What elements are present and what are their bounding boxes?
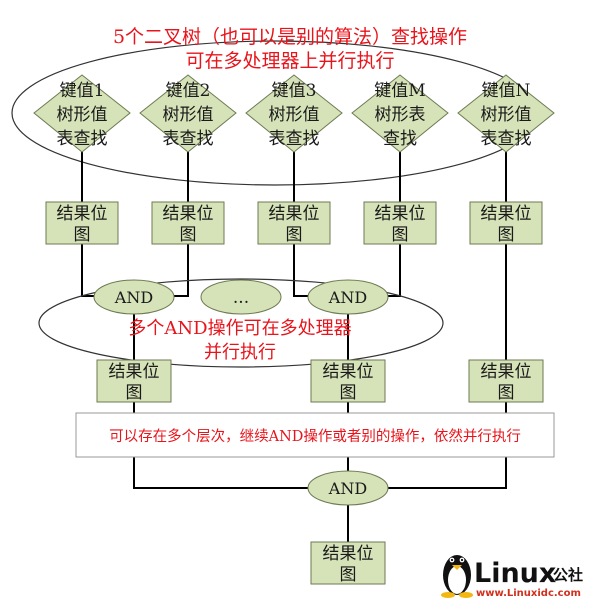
svg-text:图: 图	[126, 383, 143, 403]
svg-text:...: ...	[233, 288, 249, 308]
and-node-2: AND	[307, 279, 389, 315]
result-bitmap-1: 结果位 图	[45, 201, 119, 245]
watermark-url: www.Linuxidc.com	[476, 588, 581, 599]
svg-text:树形值: 树形值	[481, 105, 532, 125]
svg-text:结果位: 结果位	[375, 204, 426, 224]
result-bitmap-3: 结果位 图	[257, 201, 331, 245]
svg-text:AND: AND	[328, 479, 367, 498]
svg-text:树形表: 树形表	[375, 105, 426, 125]
svg-text:可以存在多个层次，继续AND操作或者别的操作，依然并行执行: 可以存在多个层次，继续AND操作或者别的操作，依然并行执行	[109, 428, 521, 445]
svg-text:结果位: 结果位	[163, 204, 214, 224]
result-bitmap-m: 结果位 图	[363, 201, 437, 245]
top-note-line1: 5个二叉树（也可以是别的算法）查找操作	[113, 26, 467, 48]
and-node-1: AND	[93, 279, 175, 315]
svg-text:结果位: 结果位	[481, 204, 532, 224]
svg-text:图: 图	[498, 225, 515, 245]
svg-text:图: 图	[392, 225, 409, 245]
svg-text:键值3: 键值3	[272, 81, 317, 101]
svg-text:查找: 查找	[383, 129, 417, 149]
svg-text:键值M: 键值M	[374, 81, 425, 101]
top-note-line2: 可在多处理器上并行执行	[185, 50, 394, 72]
result-bitmap-final: 结果位 图	[310, 541, 386, 585]
svg-text:AND: AND	[114, 288, 153, 307]
search-node-n: 键值N 树形值 表查找	[457, 74, 555, 153]
parallel-and-ellipse	[38, 278, 444, 368]
svg-text:图: 图	[498, 383, 515, 403]
svg-text:树形值: 树形值	[163, 105, 214, 125]
svg-text:键值1: 键值1	[60, 81, 105, 101]
svg-text:图: 图	[340, 565, 357, 585]
svg-text:表查找: 表查找	[57, 129, 108, 149]
svg-text:结果位: 结果位	[57, 204, 108, 224]
result-bitmap-and-1: 结果位 图	[96, 359, 172, 403]
svg-text:图: 图	[340, 383, 357, 403]
svg-text:结果位: 结果位	[323, 362, 374, 382]
watermark-suffix: 公社	[553, 566, 583, 584]
search-node-2: 键值2 树形值 表查找	[139, 74, 237, 153]
svg-text:树形值: 树形值	[57, 105, 108, 125]
svg-text:图: 图	[180, 225, 197, 245]
penguin-icon	[441, 555, 473, 598]
svg-text:结果位: 结果位	[481, 362, 532, 382]
mid-note-line1: 多个AND操作可在多处理器	[128, 318, 351, 339]
and-node-final: AND	[307, 470, 389, 506]
ellipsis-node: ...	[200, 279, 282, 315]
svg-text:图: 图	[74, 225, 91, 245]
result-bitmap-and-2: 结果位 图	[310, 359, 386, 403]
result-bitmap-n-2: 结果位 图	[468, 359, 544, 403]
svg-text:结果位: 结果位	[323, 544, 374, 564]
multi-level-note: 可以存在多个层次，继续AND操作或者别的操作，依然并行执行	[75, 412, 555, 458]
watermark-logo: Linux 公社 www.Linuxidc.com	[441, 555, 583, 599]
result-bitmap-n: 结果位 图	[469, 201, 543, 245]
svg-text:图: 图	[286, 225, 303, 245]
svg-text:AND: AND	[328, 288, 367, 307]
svg-text:表查找: 表查找	[163, 129, 214, 149]
mid-note-line2: 并行执行	[204, 342, 276, 363]
svg-text:键值N: 键值N	[482, 81, 531, 101]
svg-text:表查找: 表查找	[269, 129, 320, 149]
watermark-brand: Linux	[474, 558, 556, 589]
search-node-1: 键值1 树形值 表查找	[33, 74, 131, 153]
wires-top	[81, 148, 507, 202]
result-bitmap-2: 结果位 图	[151, 201, 225, 245]
svg-text:结果位: 结果位	[109, 362, 160, 382]
svg-text:结果位: 结果位	[269, 204, 320, 224]
svg-text:树形值: 树形值	[269, 105, 320, 125]
search-node-3: 键值3 树形值 表查找	[245, 74, 343, 153]
svg-text:键值2: 键值2	[166, 81, 211, 101]
search-node-m: 键值M 树形表 查找	[351, 74, 449, 153]
svg-text:表查找: 表查找	[481, 129, 532, 149]
